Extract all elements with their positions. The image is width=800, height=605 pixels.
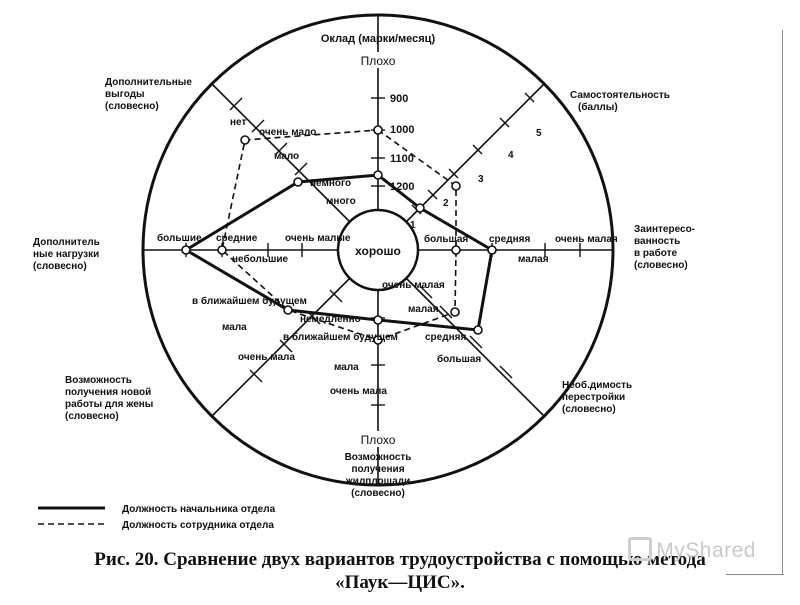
svg-text:жилплощади: жилплощади bbox=[345, 476, 411, 487]
svg-text:(словесно): (словесно) bbox=[65, 411, 119, 422]
svg-text:Возможность: Возможность bbox=[65, 375, 132, 386]
axis-title-salary: Оклад (марки/месяц) bbox=[321, 33, 436, 45]
svg-text:выгоды: выгоды bbox=[105, 89, 145, 100]
rim-label-top: Плохо bbox=[361, 54, 396, 68]
axis-title-interest: Заинтересо- ванность в работе (словесно) bbox=[634, 224, 695, 271]
svg-text:большая: большая bbox=[424, 233, 468, 245]
legend-solid-label: Должность начальника отдела bbox=[122, 504, 276, 515]
svg-text:средние: средние bbox=[216, 233, 258, 244]
axis-title-wife-job: Возможность получения новой работы для ж… bbox=[65, 375, 153, 422]
figure-caption-line2: «Паук—ЦИС». bbox=[335, 572, 465, 593]
svg-text:очень мала: очень мала bbox=[238, 352, 295, 363]
svg-text:мало: мало bbox=[274, 151, 299, 162]
svg-text:небольшие: небольшие bbox=[232, 253, 288, 265]
svg-text:(словесно): (словесно) bbox=[562, 404, 616, 415]
svg-text:малая: малая bbox=[518, 254, 549, 265]
svg-text:(словесно): (словесно) bbox=[105, 101, 159, 112]
svg-text:средняя: средняя bbox=[489, 234, 530, 245]
svg-text:(словесно): (словесно) bbox=[634, 260, 688, 271]
frame-rule-right bbox=[782, 30, 783, 575]
benefits-tick-labels: нет очень мало мало немного много bbox=[230, 117, 356, 207]
svg-text:(словесно): (словесно) bbox=[351, 488, 405, 499]
svg-text:Самостоятельность: Самостоятельность bbox=[570, 90, 670, 101]
load-tick-labels: большие средние очень малые небольшие bbox=[157, 232, 351, 265]
svg-text:работы для жены: работы для жены bbox=[65, 398, 153, 410]
svg-text:Возможность: Возможность bbox=[345, 452, 412, 463]
svg-text:очень малая: очень малая bbox=[555, 234, 618, 245]
svg-text:немного: немного bbox=[310, 178, 351, 189]
svg-text:очень мала: очень мала bbox=[330, 386, 387, 397]
svg-text:малая: малая bbox=[408, 304, 439, 315]
figure-caption-line1: Рис. 20. Сравнение двух вариантов трудоу… bbox=[94, 549, 706, 570]
svg-text:очень малые: очень малые bbox=[285, 233, 351, 244]
svg-text:(словесно): (словесно) bbox=[33, 261, 87, 272]
svg-text:Дополнитель: Дополнитель bbox=[33, 237, 100, 248]
axis-title-housing: Возможность получения жилплощади (словес… bbox=[345, 452, 412, 499]
svg-text:4: 4 bbox=[508, 150, 514, 161]
svg-text:очень мало: очень мало bbox=[259, 127, 316, 138]
svg-text:ванность: ванность bbox=[634, 236, 680, 247]
watermark-icon bbox=[628, 537, 653, 561]
frame-rule-bottom bbox=[726, 574, 784, 575]
svg-text:2: 2 bbox=[443, 198, 449, 209]
restructuring-tick-labels: очень малая малая средняя большая bbox=[382, 280, 481, 365]
svg-text:Необ.димость: Необ.димость bbox=[562, 379, 632, 391]
svg-text:много: много bbox=[326, 196, 356, 207]
legend-dashed-label: Должность сотрудника отдела bbox=[122, 520, 274, 531]
svg-text:в ближайшем будущем: в ближайшем будущем bbox=[192, 295, 307, 307]
rim-label-bottom-bg bbox=[352, 431, 404, 447]
interest-tick-labels: большая средняя очень малая малая bbox=[424, 233, 618, 265]
svg-text:мала: мала bbox=[334, 362, 359, 373]
svg-text:большие: большие bbox=[157, 232, 202, 244]
svg-text:1100: 1100 bbox=[390, 153, 414, 165]
svg-text:нет: нет bbox=[230, 117, 246, 128]
svg-text:в ближайшем будущем: в ближайшем будущем bbox=[283, 331, 398, 343]
wife-tick-labels: в ближайшем будущем мала очень мала неме… bbox=[192, 295, 361, 363]
svg-text:(баллы): (баллы) bbox=[578, 101, 618, 113]
housing-tick-labels: в ближайшем будущем мала очень мала bbox=[283, 331, 398, 397]
svg-text:средняя: средняя bbox=[425, 332, 466, 343]
axis-title-autonomy: Самостоятельность (баллы) bbox=[570, 90, 670, 113]
axis-title-extra-benefits: Дополнительные выгоды (словесно) bbox=[105, 77, 192, 112]
autonomy-tick-labels: 1 2 3 4 5 bbox=[410, 128, 542, 231]
svg-text:ные нагрузки: ные нагрузки bbox=[33, 249, 99, 260]
svg-text:1: 1 bbox=[410, 220, 416, 231]
axis-title-extra-load: Дополнитель ные нагрузки (словесно) bbox=[33, 237, 100, 272]
svg-text:Дополнительные: Дополнительные bbox=[105, 77, 192, 88]
profile-markers bbox=[181, 125, 497, 345]
axis-title-restructuring: Необ.димость перестройки (словесно) bbox=[562, 379, 632, 415]
salary-tick-labels: 900 1000 1100 1200 bbox=[390, 93, 414, 193]
svg-text:получения: получения bbox=[351, 464, 404, 475]
svg-text:большая: большая bbox=[437, 353, 481, 365]
svg-text:получения новой: получения новой bbox=[65, 387, 151, 398]
rim-label-bottom: Плохо bbox=[361, 433, 396, 447]
svg-text:перестройки: перестройки bbox=[562, 392, 625, 403]
svg-text:мала: мала bbox=[222, 322, 247, 333]
watermark-logo: MyShared bbox=[628, 537, 756, 563]
svg-text:5: 5 bbox=[536, 128, 542, 139]
svg-text:в работе: в работе bbox=[634, 247, 678, 259]
svg-text:1200: 1200 bbox=[390, 181, 414, 193]
svg-text:900: 900 bbox=[390, 93, 408, 105]
svg-text:3: 3 bbox=[478, 174, 484, 185]
center-label: хорошо bbox=[355, 244, 401, 258]
svg-text:немедленно: немедленно bbox=[300, 314, 361, 325]
svg-text:очень малая: очень малая bbox=[382, 280, 445, 291]
rim-label-top-bg bbox=[352, 52, 404, 68]
svg-text:1000: 1000 bbox=[390, 124, 414, 136]
svg-text:Заинтересо-: Заинтересо- bbox=[634, 224, 695, 235]
